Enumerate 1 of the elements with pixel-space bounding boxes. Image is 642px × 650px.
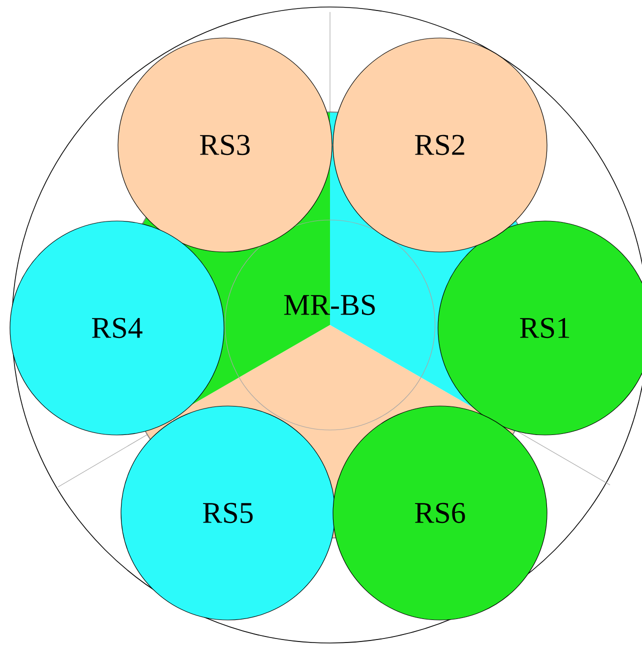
base-station-circle xyxy=(224,220,436,430)
